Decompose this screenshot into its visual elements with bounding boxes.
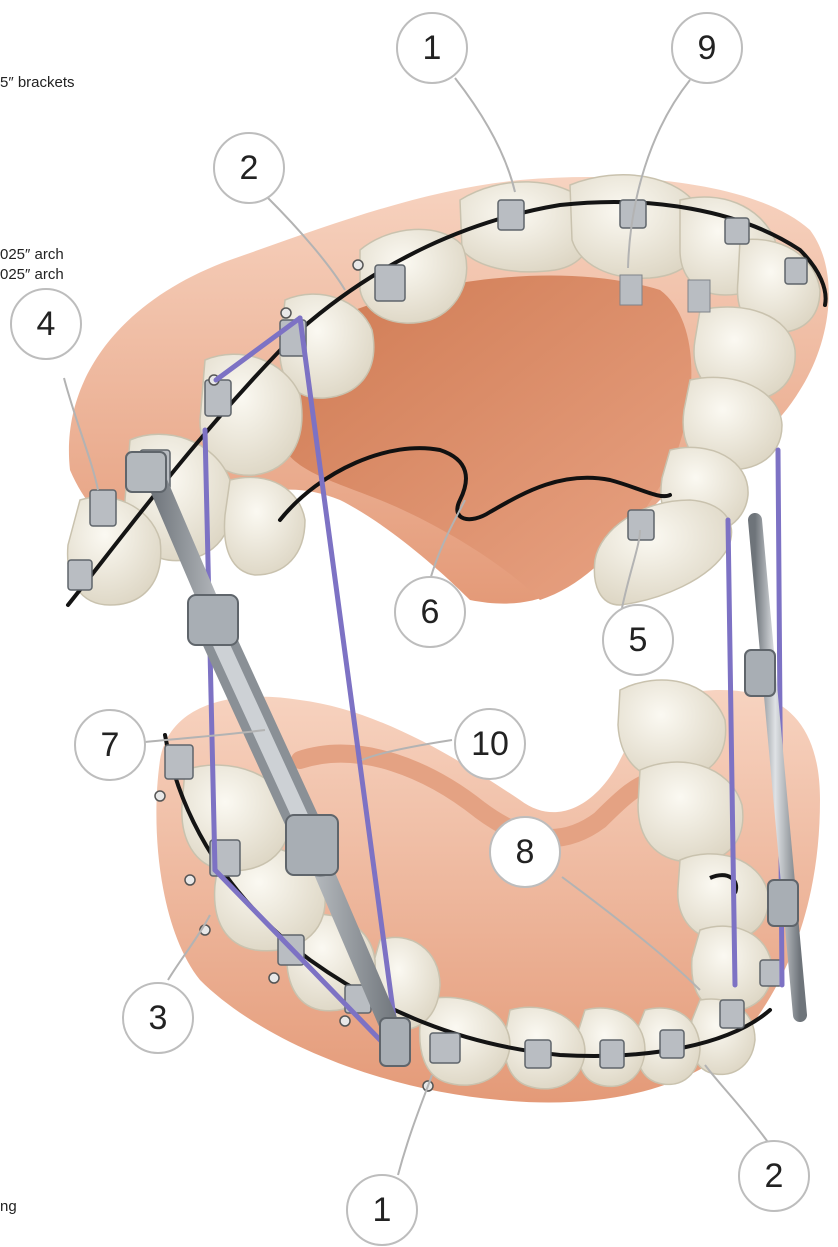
callout-4: 4 [11,289,81,359]
bracket [725,218,749,244]
device-sleeve [768,880,798,926]
bracket [430,1033,460,1063]
callout-9: 9 [672,13,742,83]
svg-text:2: 2 [765,1157,784,1195]
callout-8: 8 [490,817,560,887]
bracket [525,1040,551,1068]
callout-6: 6 [395,577,465,647]
bracket [498,200,524,230]
device-sleeve [126,452,166,492]
ball-hook [269,973,279,983]
svg-text:7: 7 [101,726,120,764]
device-sleeve [286,815,338,875]
callout-10: 10 [455,709,525,779]
device-sleeve [745,650,775,696]
callout-1-top: 1 [397,13,467,83]
bracket [90,490,116,526]
tooth [224,477,305,575]
bracket [760,960,782,986]
ball-hook [155,791,165,801]
svg-text:1: 1 [373,1191,392,1229]
palatal-attachment [620,275,642,305]
svg-text:8: 8 [516,833,535,871]
bracket [165,745,193,779]
palatal-attachment [688,280,710,312]
device-sleeve [188,595,238,645]
bracket [785,258,807,284]
callout-5: 5 [603,605,673,675]
callout-2-bottom: 2 [739,1141,809,1211]
svg-text:4: 4 [37,305,56,343]
device-end [380,1018,410,1066]
svg-text:1: 1 [423,29,442,67]
leader-line [705,1065,770,1145]
bracket [720,1000,744,1028]
ball-hook [281,308,291,318]
bracket [600,1040,624,1068]
bracket [628,510,654,540]
svg-text:6: 6 [421,593,440,631]
bracket [660,1030,684,1058]
svg-text:2: 2 [240,149,259,187]
callout-3: 3 [123,983,193,1053]
ball-hook [185,875,195,885]
leader-line [398,1075,432,1175]
ball-hook [340,1016,350,1026]
leader-line [455,78,515,192]
bracket [68,560,92,590]
bracket [205,380,231,416]
bracket [375,265,405,301]
svg-text:5: 5 [629,621,648,659]
callout-7: 7 [75,710,145,780]
svg-text:9: 9 [698,29,717,67]
callout-1-bottom: 1 [347,1175,417,1245]
callout-2-top: 2 [214,133,284,203]
ball-hook [353,260,363,270]
svg-text:3: 3 [149,999,168,1037]
svg-text:10: 10 [471,725,509,763]
